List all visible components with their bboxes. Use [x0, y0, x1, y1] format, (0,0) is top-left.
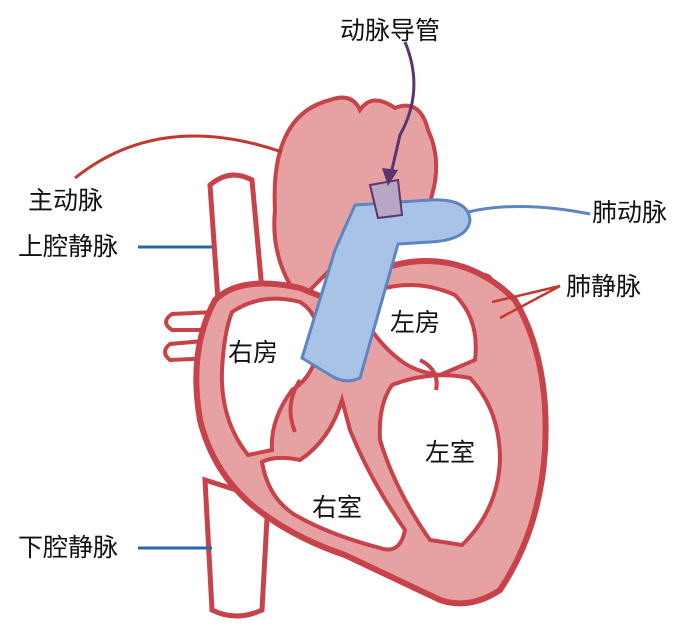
pulm-vein-leader-lower — [499, 284, 561, 320]
right-ventricle-chamber — [259, 392, 408, 552]
left-ventricle-chamber — [377, 373, 503, 548]
ivc-label: 下腔静脉 — [18, 533, 119, 562]
svc-label: 上腔静脉 — [18, 232, 119, 261]
ductus-label: 动脉导管 — [340, 16, 441, 45]
superior-vena-cava — [207, 172, 265, 304]
right-atrium-chamber — [219, 296, 321, 458]
aorta-leader — [74, 134, 283, 180]
right-atrium-label: 右房 — [228, 338, 279, 367]
left-ventricle-label: 左室 — [425, 438, 476, 467]
tricuspid-valve — [288, 378, 302, 433]
ductus-arrow-line — [388, 41, 416, 179]
ductus-arrow-head — [382, 168, 398, 186]
inferior-vena-cava — [202, 476, 271, 619]
left-atrium-label: 左房 — [390, 308, 441, 337]
mitral-valve — [419, 358, 439, 391]
right-ventricle-label: 右室 — [312, 493, 363, 522]
left-atrium-chamber — [363, 283, 478, 378]
pulm-artery-label: 肺动脉 — [592, 198, 668, 227]
pulmonary-trunk — [300, 198, 472, 383]
pulm-artery-leader — [467, 205, 591, 216]
pulm-vein-leader-upper — [491, 284, 561, 304]
aorta-label: 主动脉 — [28, 186, 104, 215]
pulm-veins-label: 肺静脉 — [566, 272, 642, 301]
